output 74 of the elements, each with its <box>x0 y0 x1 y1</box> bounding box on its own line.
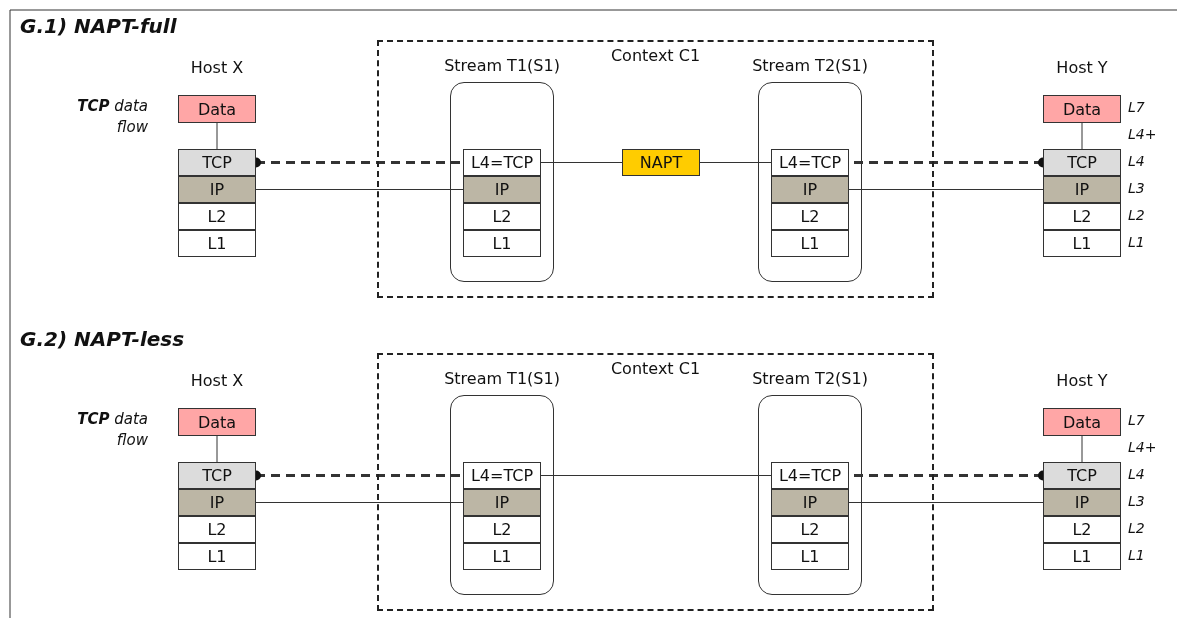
connector-line <box>848 189 1044 190</box>
protocol-layer-box: L2 <box>178 516 256 543</box>
connector-line <box>255 189 464 190</box>
flow-note: TCP data flow <box>76 96 148 138</box>
context-box <box>377 353 934 611</box>
host-label: Host X <box>189 371 245 390</box>
panel-title: G.1) NAPT-full <box>20 14 177 38</box>
layer-label: L1 <box>1128 234 1145 250</box>
protocol-layer-box: L2 <box>1043 516 1121 543</box>
layer-label: L3 <box>1128 493 1145 509</box>
connector-line <box>216 122 218 150</box>
connector-line <box>540 162 623 163</box>
panel-title: G.2) NAPT-less <box>20 327 185 351</box>
protocol-layer-box: IP <box>463 176 541 203</box>
protocol-layer-box: L2 <box>771 203 849 230</box>
protocol-layer-box: IP <box>1043 489 1121 516</box>
layer-label: L1 <box>1128 547 1145 563</box>
host-label: Host Y <box>1055 58 1109 77</box>
connector-line <box>540 475 772 476</box>
protocol-layer-box: IP <box>1043 176 1121 203</box>
stream-label: Stream T2(S1) <box>751 369 869 388</box>
layer-label: L7 <box>1128 412 1145 428</box>
protocol-layer-box: IP <box>771 176 849 203</box>
protocol-layer-box: L1 <box>771 230 849 257</box>
layer-label: L4+ <box>1128 126 1157 142</box>
protocol-layer-box: L1 <box>1043 543 1121 570</box>
flow-note: TCP data flow <box>76 409 148 451</box>
layer-label: L4+ <box>1128 439 1157 455</box>
protocol-layer-box: IP <box>771 489 849 516</box>
protocol-layer-box: L1 <box>178 230 256 257</box>
layer-label: L3 <box>1128 180 1145 196</box>
protocol-layer-box: L4=TCP <box>771 462 849 489</box>
stream-label: Stream T1(S1) <box>443 56 561 75</box>
connector-line <box>848 502 1044 503</box>
protocol-layer-box: Data <box>1043 408 1121 436</box>
protocol-layer-box: L1 <box>463 543 541 570</box>
napt-box: NAPT <box>622 149 700 176</box>
protocol-layer-box: L1 <box>178 543 256 570</box>
stream-label: Stream T1(S1) <box>443 369 561 388</box>
protocol-layer-box: L2 <box>463 203 541 230</box>
protocol-layer-box: L1 <box>771 543 849 570</box>
layer-label: L2 <box>1128 520 1145 536</box>
protocol-layer-box: TCP <box>178 462 256 489</box>
protocol-layer-box: TCP <box>178 149 256 176</box>
protocol-layer-box: L2 <box>1043 203 1121 230</box>
protocol-layer-box: L4=TCP <box>463 462 541 489</box>
connector-line <box>699 162 772 163</box>
layer-label: L4 <box>1128 466 1145 482</box>
connector-line <box>1081 122 1083 150</box>
protocol-layer-box: TCP <box>1043 462 1121 489</box>
context-box <box>377 40 934 298</box>
protocol-layer-box: L2 <box>463 516 541 543</box>
protocol-layer-box: Data <box>178 408 256 436</box>
protocol-layer-box: L4=TCP <box>771 149 849 176</box>
connector-line <box>1081 435 1083 463</box>
protocol-layer-box: L2 <box>178 203 256 230</box>
protocol-layer-box: TCP <box>1043 149 1121 176</box>
protocol-layer-box: L1 <box>463 230 541 257</box>
protocol-layer-box: IP <box>463 489 541 516</box>
protocol-layer-box: L1 <box>1043 230 1121 257</box>
protocol-layer-box: Data <box>1043 95 1121 123</box>
connector-line <box>216 435 218 463</box>
protocol-layer-box: IP <box>178 176 256 203</box>
connector-line <box>255 502 464 503</box>
layer-label: L2 <box>1128 207 1145 223</box>
protocol-layer-box: Data <box>178 95 256 123</box>
host-label: Host Y <box>1055 371 1109 390</box>
protocol-layer-box: L4=TCP <box>463 149 541 176</box>
stream-label: Stream T2(S1) <box>751 56 869 75</box>
layer-label: L4 <box>1128 153 1145 169</box>
protocol-layer-box: IP <box>178 489 256 516</box>
host-label: Host X <box>189 58 245 77</box>
protocol-layer-box: L2 <box>771 516 849 543</box>
layer-label: L7 <box>1128 99 1145 115</box>
